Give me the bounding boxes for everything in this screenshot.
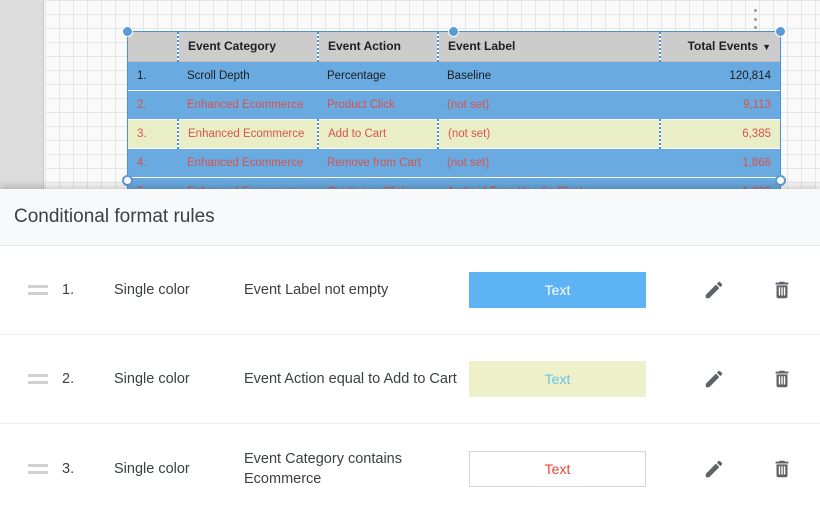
- rule-index: 1.: [62, 282, 75, 298]
- rule-row[interactable]: 2. Single color Event Action equal to Ad…: [0, 335, 820, 424]
- rules-list: 1. Single color Event Label not empty Te…: [0, 246, 820, 513]
- rule-color-preview[interactable]: Text: [469, 450, 646, 487]
- cell-index: 4.: [128, 148, 178, 178]
- rule-type: Single color: [114, 282, 190, 298]
- table-row[interactable]: 4. Enhanced Ecommerce Remove from Cart (…: [128, 148, 780, 178]
- cell-event-label: (not set): [438, 90, 660, 120]
- rule-actions: [701, 456, 811, 482]
- column-header-event-category[interactable]: Event Category: [177, 32, 318, 62]
- cell-event-category: Enhanced Ecommerce: [178, 90, 318, 120]
- cell-index: 2.: [128, 90, 178, 120]
- rule-condition: Event Action equal to Add to Cart: [244, 371, 457, 387]
- cell-total-events: 9,113: [660, 90, 780, 120]
- cell-event-action: Percentage: [318, 61, 438, 91]
- edit-icon[interactable]: [701, 277, 727, 303]
- data-table-widget[interactable]: Event Category Event Action Event Label …: [127, 31, 781, 207]
- kebab-dot: [753, 9, 757, 12]
- edit-icon[interactable]: [701, 366, 727, 392]
- more-options-icon[interactable]: [748, 6, 762, 32]
- rule-color-preview[interactable]: Text: [469, 272, 646, 308]
- drag-handle-icon[interactable]: [28, 463, 62, 474]
- cell-total-events: 6,385: [659, 119, 780, 149]
- selection-handle-top-right[interactable]: [775, 26, 786, 37]
- column-header-index[interactable]: [128, 32, 178, 62]
- table-row[interactable]: 1. Scroll Depth Percentage Baseline 120,…: [128, 61, 780, 91]
- delete-icon[interactable]: [769, 456, 795, 482]
- drag-handle-bar: [28, 381, 48, 384]
- dialog-header: Conditional format rules: [0, 189, 820, 246]
- rule-preview-wrap: Text: [469, 361, 701, 397]
- rule-color-preview[interactable]: Text: [469, 361, 646, 397]
- rule-condition: Event Label not empty: [244, 282, 389, 298]
- rule-preview-wrap: Text: [469, 272, 701, 308]
- rule-condition: Event Category contains Ecommerce: [244, 450, 402, 487]
- cell-index: 3.: [128, 119, 178, 149]
- cell-event-category: Enhanced Ecommerce: [177, 119, 318, 149]
- drag-handle-bar: [28, 470, 48, 474]
- selection-handle-bottom-right[interactable]: [775, 175, 786, 186]
- delete-icon[interactable]: [769, 366, 795, 392]
- canvas-left-strip: [0, 0, 44, 190]
- data-table: Event Category Event Action Event Label …: [128, 32, 780, 207]
- cell-event-action: Add to Cart: [317, 119, 438, 149]
- rule-actions: [701, 277, 811, 303]
- dialog-title: Conditional format rules: [14, 206, 215, 227]
- table-row[interactable]: 2. Enhanced Ecommerce Product Click (not…: [128, 90, 780, 120]
- column-header-event-label[interactable]: Event Label: [437, 32, 660, 62]
- column-header-total-events-label: Total Events: [687, 39, 759, 54]
- drag-handle-bar: [28, 285, 48, 288]
- cell-event-label: (not set): [438, 148, 660, 178]
- rule-index: 2.: [62, 371, 75, 387]
- cell-index: 1.: [128, 61, 178, 91]
- drag-handle-bar: [28, 374, 48, 377]
- drag-handle-bar: [28, 463, 48, 467]
- cell-total-events: 1,866: [660, 148, 780, 178]
- sort-caret-icon[interactable]: ▼: [762, 42, 771, 53]
- selection-handle-top-left[interactable]: [122, 26, 133, 37]
- rule-actions: [701, 366, 811, 392]
- drag-handle-bar: [28, 292, 48, 295]
- conditional-format-rules-dialog: Conditional format rules 1. Single color…: [0, 189, 820, 524]
- selection-handle-bottom-left[interactable]: [122, 175, 133, 186]
- table-header-row: Event Category Event Action Event Label …: [128, 32, 780, 62]
- cell-event-category: Scroll Depth: [178, 61, 318, 91]
- delete-icon[interactable]: [769, 277, 795, 303]
- table-row[interactable]: 3. Enhanced Ecommerce Add to Cart (not s…: [128, 119, 780, 149]
- kebab-dot: [753, 26, 757, 29]
- kebab-dot: [753, 17, 757, 21]
- rule-row[interactable]: 3. Single color Event Category contains …: [0, 424, 820, 513]
- drag-handle-icon[interactable]: [28, 374, 62, 384]
- cell-total-events: 120,814: [660, 61, 780, 91]
- cell-event-action: Remove from Cart: [318, 148, 438, 178]
- cell-event-label: Baseline: [438, 61, 660, 91]
- rule-type: Single color: [114, 460, 190, 477]
- cell-event-label: (not set): [437, 119, 660, 149]
- rule-row[interactable]: 1. Single color Event Label not empty Te…: [0, 246, 820, 335]
- table-header: Event Category Event Action Event Label …: [128, 32, 780, 62]
- selection-handle-top-center[interactable]: [448, 26, 459, 37]
- edit-icon[interactable]: [701, 456, 727, 482]
- drag-handle-icon[interactable]: [28, 285, 62, 295]
- rule-preview-wrap: Text: [469, 450, 701, 487]
- cell-event-category: Enhanced Ecommerce: [178, 148, 318, 178]
- rule-index: 3.: [62, 460, 75, 477]
- rule-type: Single color: [114, 371, 190, 387]
- column-header-event-action[interactable]: Event Action: [317, 32, 438, 62]
- cell-event-action: Product Click: [318, 90, 438, 120]
- table-body: 1. Scroll Depth Percentage Baseline 120,…: [128, 61, 780, 207]
- column-header-total-events[interactable]: Total Events▼: [659, 32, 780, 62]
